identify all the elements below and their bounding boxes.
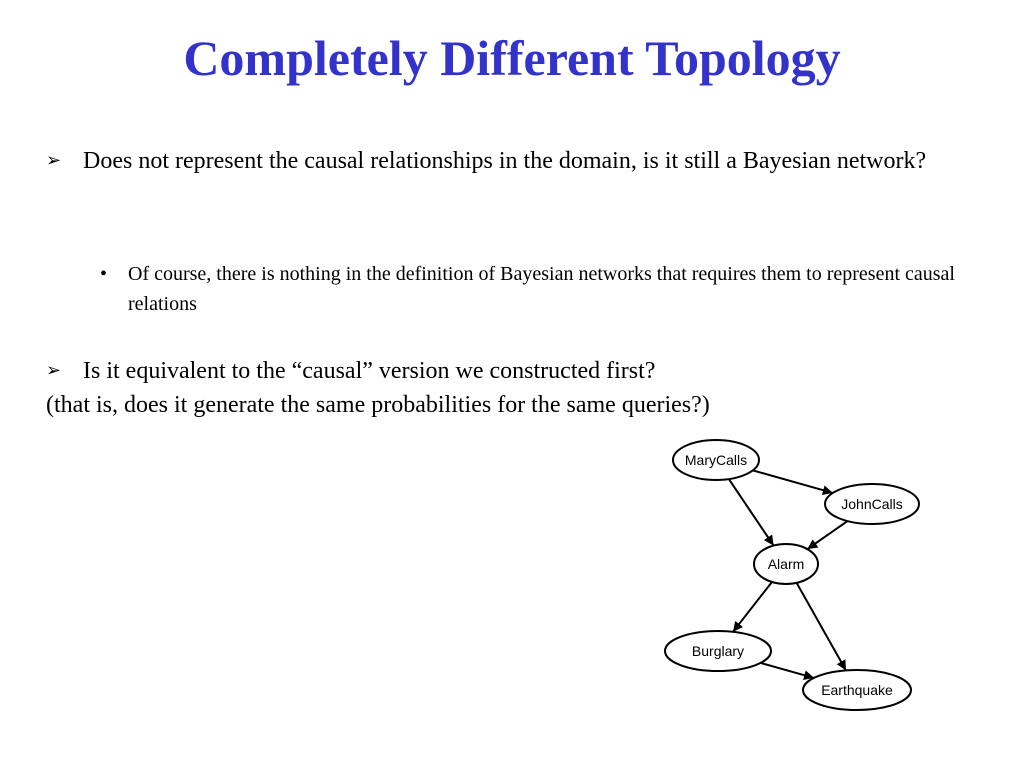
- node-label: Burglary: [692, 643, 744, 659]
- node-ellipse: [824, 483, 920, 525]
- node-alarm: Alarm: [753, 543, 819, 585]
- bullet-item: ➢ Is it equivalent to the “causal” versi…: [46, 355, 976, 387]
- bullet-item: ➢ Does not represent the causal relation…: [46, 145, 976, 177]
- slide-title: Completely Different Topology: [183, 30, 841, 86]
- edge-burglary-to-earthquake: [760, 661, 815, 681]
- arrow-bullet-icon: ➢: [46, 360, 62, 381]
- edge-johncalls-to-alarm: [806, 520, 849, 550]
- node-marycalls: MaryCalls: [672, 439, 760, 481]
- node-ellipse: [664, 630, 772, 672]
- edge-marycalls-to-johncalls: [752, 469, 834, 496]
- node-burglary: Burglary: [664, 630, 772, 672]
- dot-bullet-marker: •: [100, 263, 108, 285]
- edges-layer: [728, 469, 849, 681]
- node-label: JohnCalls: [841, 496, 902, 512]
- node-earthquake: Earthquake: [802, 669, 912, 711]
- node-ellipse: [753, 543, 819, 585]
- node-ellipse: [802, 669, 912, 711]
- arrow-bullet-icon: ➢: [46, 150, 62, 171]
- sub-bullet-text: Of course, there is nothing in the defin…: [128, 263, 955, 315]
- node-label: MaryCalls: [685, 452, 747, 468]
- node-ellipse: [672, 439, 760, 481]
- node-johncalls: JohnCalls: [824, 483, 920, 525]
- continuation-text: (that is, does it generate the same prob…: [46, 392, 710, 418]
- node-label: Earthquake: [821, 682, 893, 698]
- bullet-text: Is it equivalent to the “causal” version…: [83, 358, 656, 384]
- bullet-text: Does not represent the causal relationsh…: [83, 148, 927, 174]
- node-label: Alarm: [768, 556, 805, 572]
- edge-marycalls-to-alarm: [728, 478, 775, 547]
- edge-alarm-to-earthquake: [795, 582, 847, 671]
- edge-alarm-to-burglary: [732, 581, 773, 633]
- nodes-layer: MaryCallsJohnCallsAlarmBurglaryEarthquak…: [664, 439, 920, 711]
- sub-bullet-item: • Of course, there is nothing in the def…: [100, 259, 960, 319]
